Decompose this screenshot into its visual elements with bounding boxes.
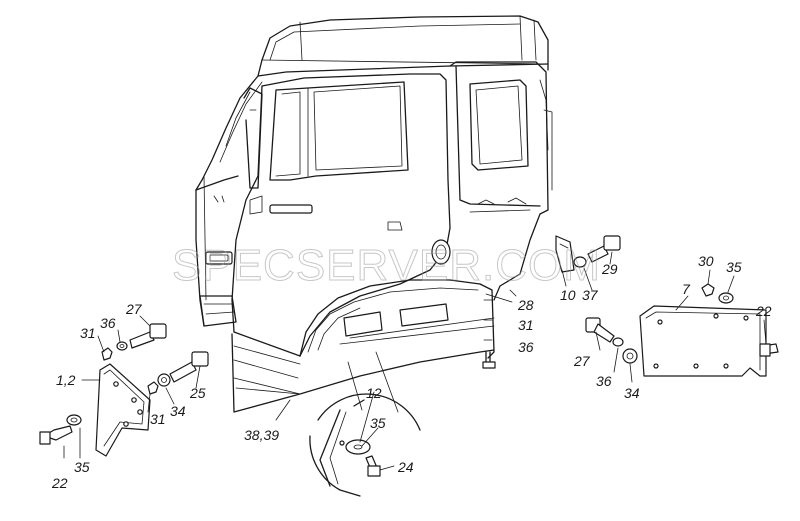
callout-25: 25 — [189, 385, 206, 401]
leader-lines — [63, 251, 767, 471]
callout-24: 24 — [397, 459, 414, 475]
callout-27-right: 27 — [573, 353, 591, 369]
truck-cab — [195, 15, 553, 413]
callout-29: 29 — [601, 261, 618, 277]
callout-31-rear: 31 — [518, 317, 534, 333]
callout-labels: 1,2 22 35 31 36 27 31 34 25 38,39 12 35 … — [51, 253, 772, 491]
callout-37: 37 — [582, 287, 599, 303]
callout-35-left: 35 — [74, 459, 90, 475]
callout-34-right: 34 — [624, 385, 640, 401]
callout-35-right: 35 — [726, 259, 742, 275]
callout-36-rear: 36 — [518, 339, 534, 355]
callout-7: 7 — [682, 281, 691, 297]
callout-10: 10 — [560, 287, 576, 303]
callout-34-left: 34 — [170, 403, 186, 419]
callout-22-right: 22 — [755, 303, 772, 319]
front-mudguard-assembly — [39, 323, 209, 457]
callout-31-top: 31 — [80, 325, 96, 341]
rear-bracket-hardware — [555, 235, 621, 273]
rear-mudguard-assembly — [585, 283, 779, 377]
callout-30: 30 — [698, 253, 714, 269]
callout-38-39: 38,39 — [244, 427, 279, 443]
callout-36-right: 36 — [596, 373, 612, 389]
callout-28: 28 — [517, 297, 534, 313]
callout-12: 12 — [366, 385, 382, 401]
callout-1-2: 1,2 — [56, 372, 76, 388]
callout-27-left: 27 — [125, 301, 143, 317]
callout-36-top: 36 — [100, 315, 116, 331]
watermark-text: SPECSERVER.COM — [172, 241, 601, 290]
callout-35-detail: 35 — [370, 415, 386, 431]
callout-22-left: 22 — [51, 475, 68, 491]
callout-31-lower: 31 — [150, 411, 166, 427]
